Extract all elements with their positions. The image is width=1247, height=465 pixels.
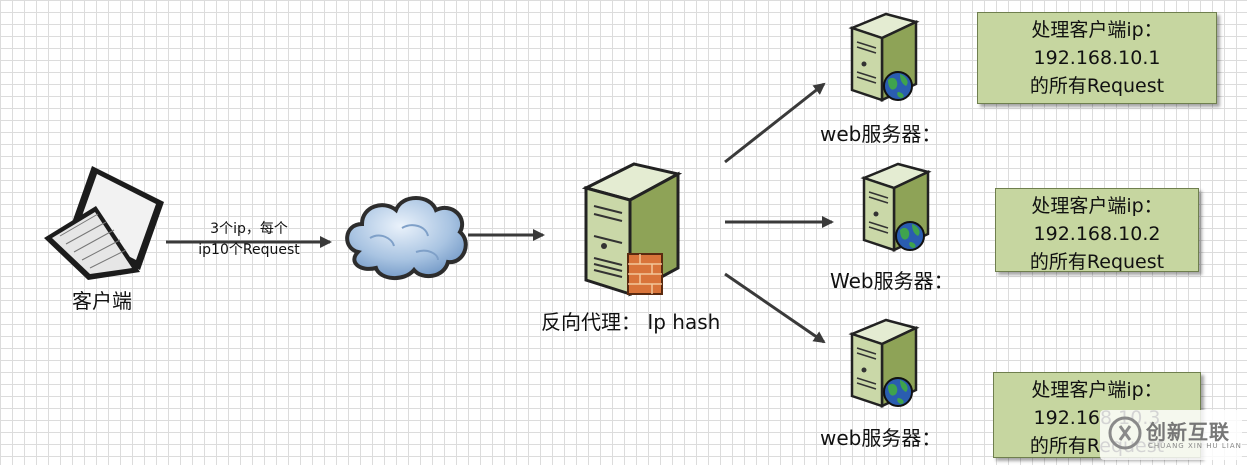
globe-icon — [883, 71, 913, 101]
note-line: 处理客户端ip： — [1031, 379, 1163, 401]
note-line: 192.168.10.1 — [1033, 47, 1161, 69]
arrow-proxy-to-server-1 — [724, 82, 826, 164]
cloud-icon — [345, 196, 468, 280]
note-line: 的所有Request — [1029, 251, 1165, 272]
link-label-line1: 3个ip，每个 — [210, 221, 288, 237]
globe-icon — [895, 221, 925, 251]
web-server-icon — [860, 162, 932, 252]
server-1-label: web服务器： — [820, 122, 942, 146]
link-label-line2: ip10个Request — [198, 242, 300, 258]
server-2-label: Web服务器： — [830, 269, 954, 293]
firewall-icon — [627, 253, 663, 295]
client-label: 客户端 — [72, 289, 132, 313]
link-label: 3个ip，每个 ip10个Request — [186, 219, 312, 261]
watermark-subtext: CHUANG XIN HU LIAN — [1148, 442, 1242, 450]
web-server-icon — [848, 12, 920, 102]
watermark-logo-icon — [1108, 416, 1142, 450]
watermark-text: 创新互联 — [1146, 420, 1230, 444]
note-line: 的所有Request — [1029, 75, 1165, 97]
globe-icon — [883, 377, 913, 407]
note-line: 处理客户端ip： — [1031, 19, 1163, 41]
note-line: 处理客户端ip： — [1031, 195, 1163, 217]
watermark: 创新互联 CHUANG XIN HU LIAN — [1100, 410, 1242, 460]
note-server-1: 处理客户端ip： 192.168.10.1 的所有Request — [977, 12, 1217, 104]
server-3-label: web服务器： — [820, 426, 942, 450]
proxy-server-icon — [582, 162, 682, 297]
note-line: 192.168.10.2 — [1033, 223, 1161, 245]
web-server-icon — [848, 318, 920, 408]
note-server-2: 处理客户端ip： 192.168.10.2 的所有Request — [995, 188, 1199, 272]
proxy-label: 反向代理： Ip hash — [541, 310, 721, 334]
arrow-proxy-to-server-3 — [724, 272, 826, 344]
laptop-icon — [44, 166, 164, 280]
